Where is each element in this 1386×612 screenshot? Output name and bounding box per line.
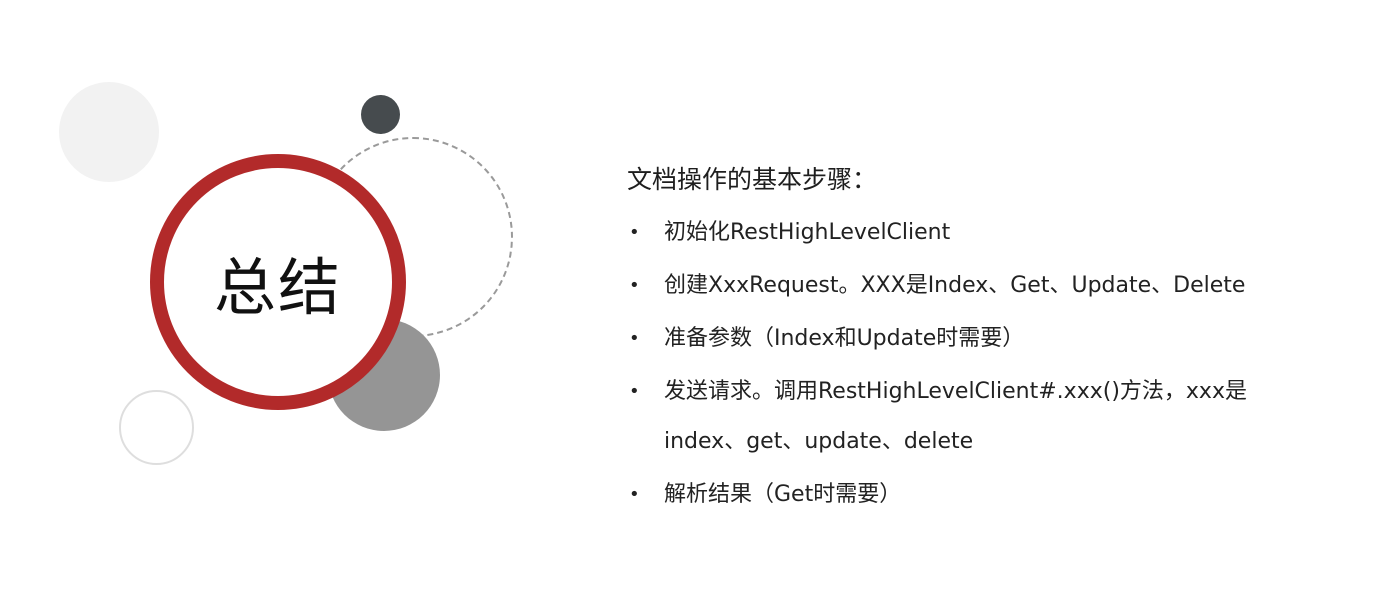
step-item-prepare-params: • 准备参数（Index和Update时需要） [627, 314, 1327, 364]
bullet-icon: • [629, 381, 640, 402]
step-list: • 初始化RestHighLevelClient • 创建XxxRequest。… [627, 208, 1327, 520]
step-item-create-request: • 创建XxxRequest。XXX是Index、Get、Update、Dele… [627, 261, 1327, 311]
step-text: 初始化RestHighLevelClient [664, 220, 951, 245]
bullet-icon: • [629, 484, 640, 505]
step-text: 创建XxxRequest。XXX是Index、Get、Update、Delete [664, 273, 1246, 298]
step-item-send-request: • 发送请求。调用RestHighLevelClient#.xxx()方法，xx… [627, 367, 1327, 467]
decorative-dark-dot [361, 95, 400, 134]
bullet-icon: • [629, 222, 640, 243]
step-text: 解析结果（Get时需要） [664, 482, 902, 507]
summary-badge-title: 总结 [213, 251, 342, 324]
bullet-icon: • [629, 328, 640, 349]
step-text: 发送请求。调用RestHighLevelClient#.xxx()方法，xxx是… [664, 379, 1247, 454]
decorative-light-circle [59, 82, 159, 182]
summary-content: 文档操作的基本步骤： • 初始化RestHighLevelClient • 创建… [627, 160, 1327, 523]
summary-heading: 文档操作的基本步骤： [627, 165, 878, 194]
bullet-icon: • [629, 275, 640, 296]
summary-badge: 总结 [150, 154, 406, 410]
step-item-parse-result: • 解析结果（Get时需要） [627, 470, 1327, 520]
step-item-init-client: • 初始化RestHighLevelClient [627, 208, 1327, 258]
decorative-outline-circle [119, 390, 194, 465]
step-text: 准备参数（Index和Update时需要） [664, 326, 1025, 351]
